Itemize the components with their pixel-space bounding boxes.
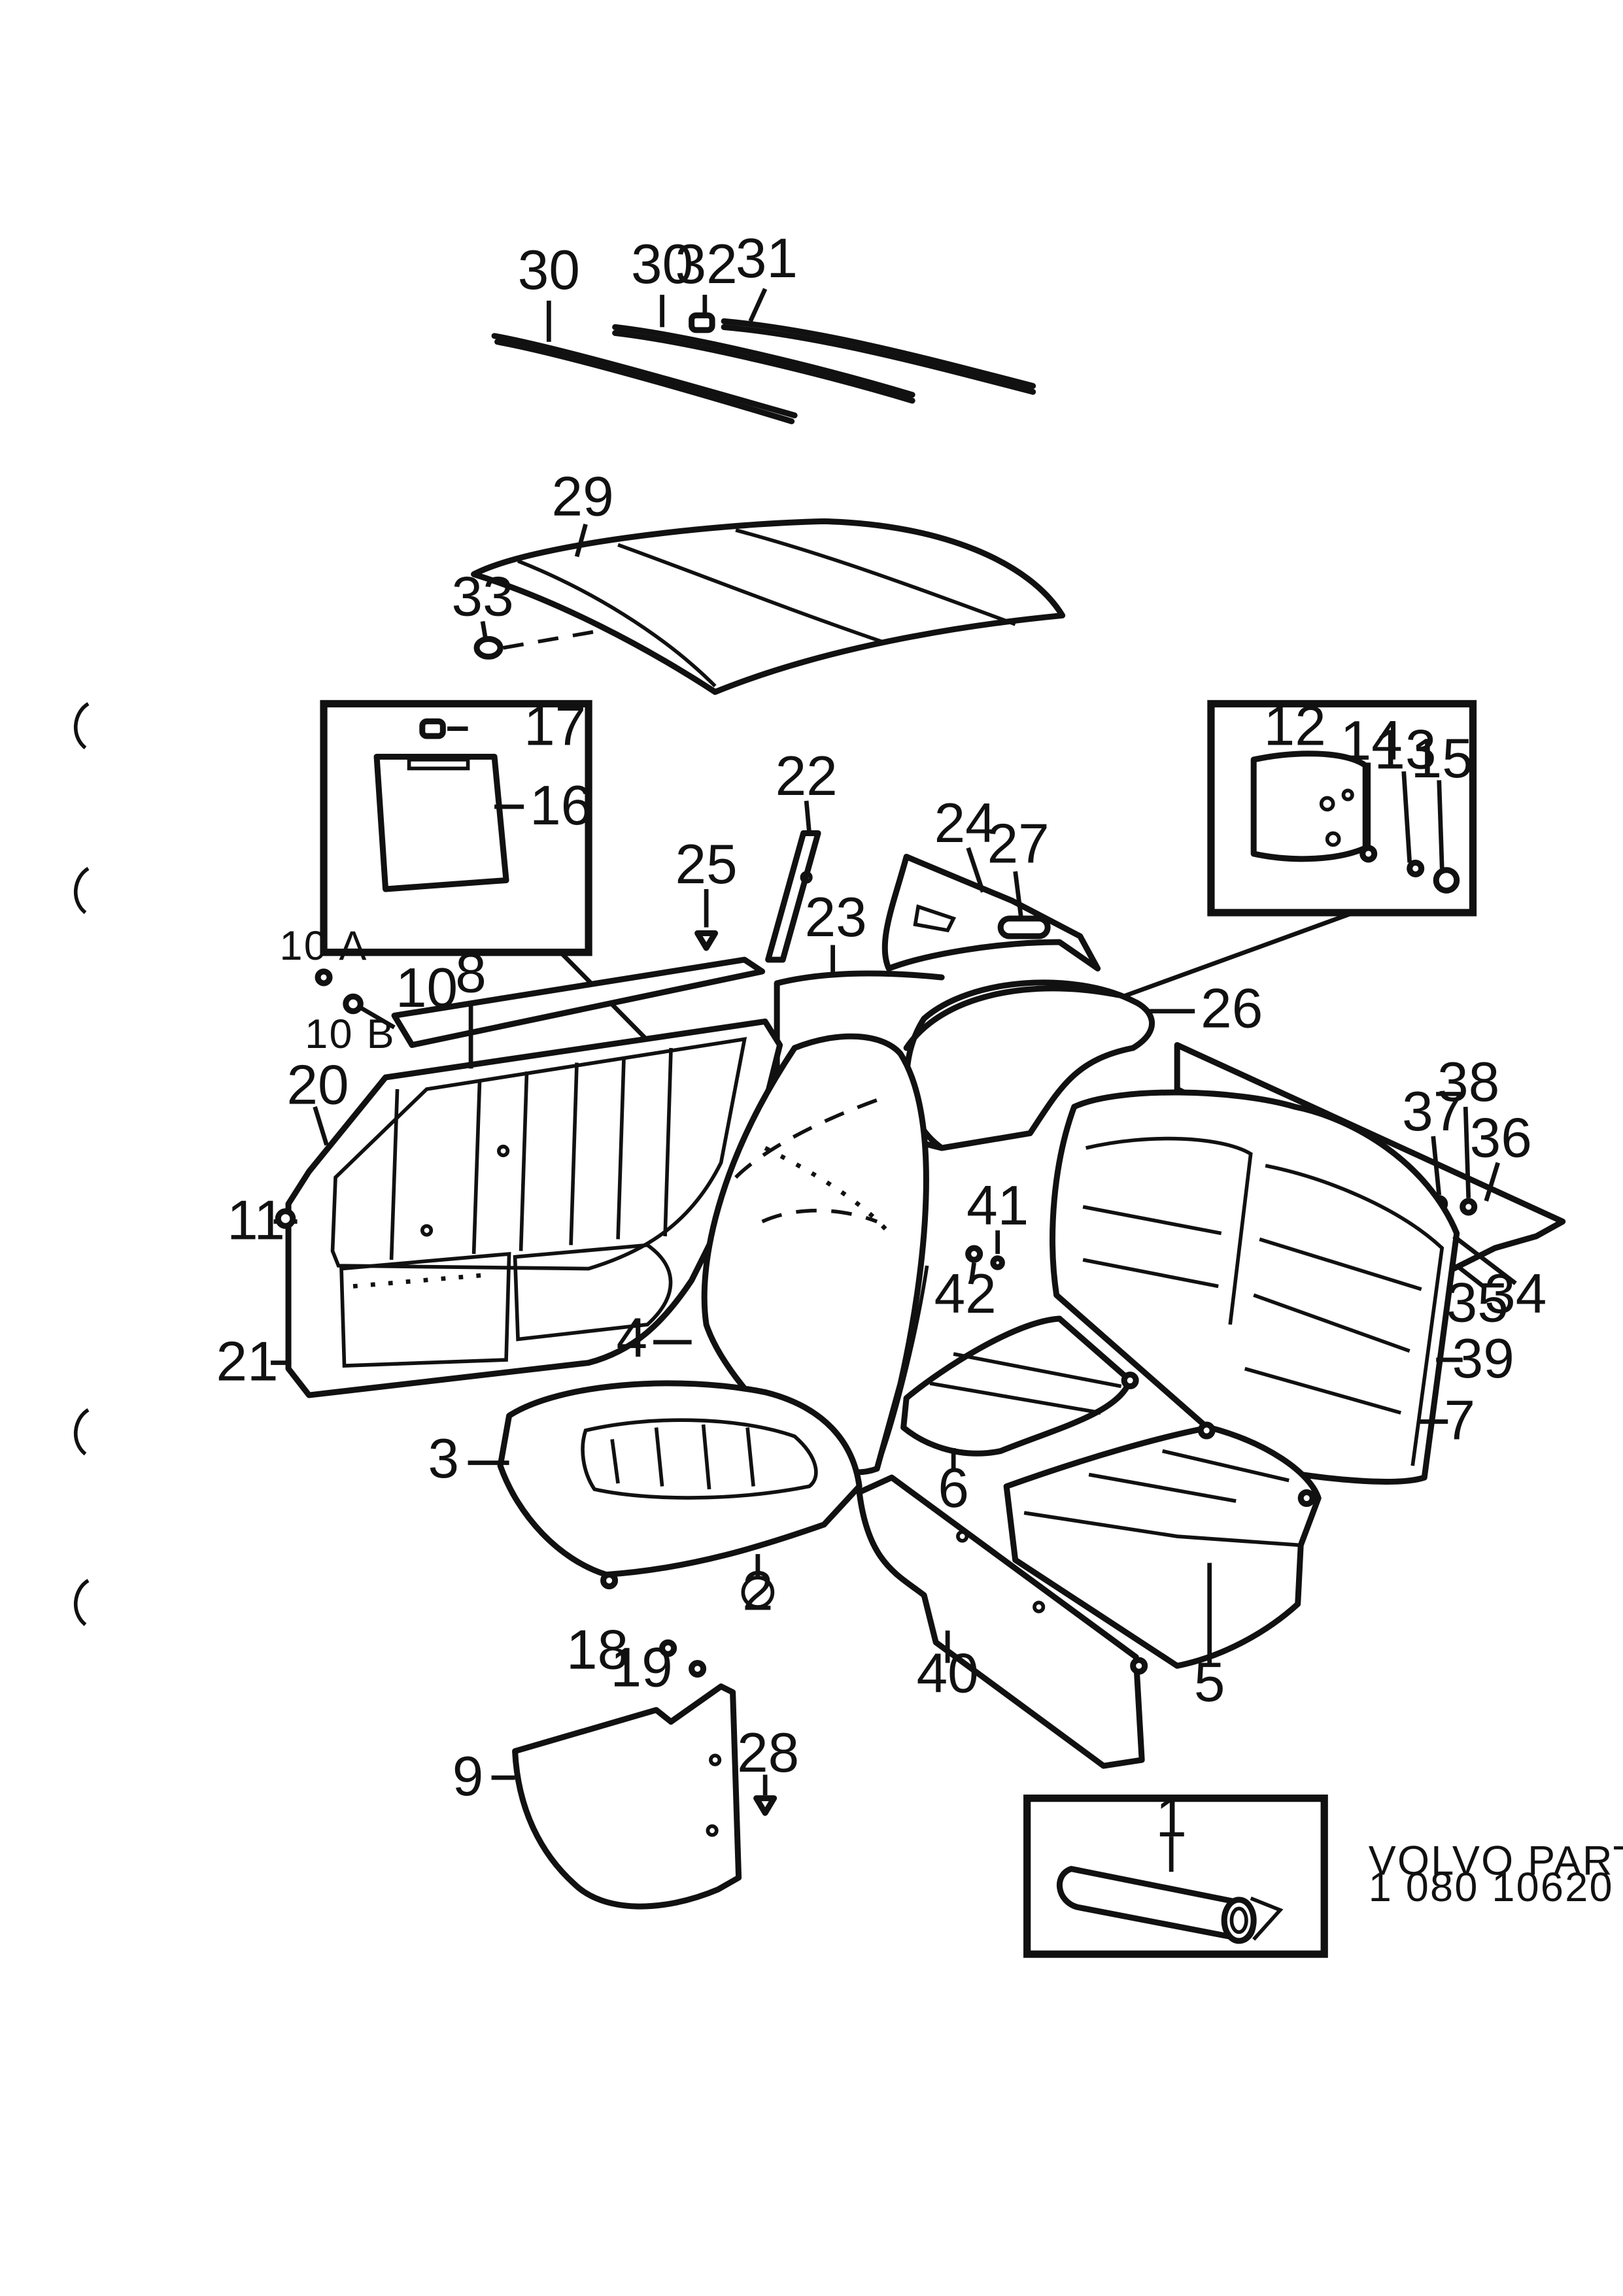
label-13: 13 [1374, 718, 1436, 781]
inset-box-right [867, 700, 1477, 1092]
label-10b: 10 B [305, 1011, 396, 1057]
label-19: 19 [611, 1637, 673, 1699]
label-42: 42 [934, 1263, 997, 1325]
label-9: 9 [453, 1746, 484, 1808]
label-38: 38 [1437, 1051, 1499, 1113]
label-17: 17 [524, 695, 586, 757]
label-1: 1 [1155, 1787, 1187, 1849]
label-39: 39 [1452, 1328, 1514, 1390]
label-36: 36 [1470, 1107, 1532, 1170]
label-30-right: 30 [631, 233, 693, 295]
label-3: 3 [428, 1428, 460, 1490]
headliner [471, 518, 1066, 695]
label-12: 12 [1264, 695, 1326, 757]
label-31: 31 [736, 228, 798, 290]
roof-trim-strips [491, 288, 1036, 424]
pillar-and-quarter-trims [694, 800, 1101, 987]
label-4: 4 [617, 1308, 648, 1370]
label-26: 26 [1201, 977, 1263, 1039]
label-8: 8 [455, 942, 487, 1004]
label-32: 32 [675, 233, 738, 295]
label-7: 7 [1444, 1390, 1475, 1452]
label-40: 40 [917, 1643, 979, 1705]
inset-box-left [320, 700, 796, 1191]
label-10: 10 [396, 957, 458, 1019]
kick-panel [491, 1639, 777, 1910]
binder-marks [74, 702, 90, 1627]
rear-seat-cushion [1003, 1421, 1322, 1669]
rear-seat-side-cushion [900, 1315, 1139, 1472]
inset-box-insulation-roll [1023, 1794, 1328, 1958]
label-20: 20 [286, 1054, 349, 1116]
front-seat-cushion [468, 1380, 863, 1609]
label-22: 22 [776, 745, 838, 807]
label-27: 27 [987, 813, 1050, 875]
label-6: 6 [938, 1457, 969, 1519]
label-21: 21 [216, 1331, 278, 1393]
label-29: 29 [552, 465, 614, 528]
label-15: 15 [1411, 728, 1473, 790]
label-18: 18 [566, 1619, 628, 1681]
label-30-left: 30 [518, 239, 580, 301]
caption-part-number: 1 080 10620 [1369, 1865, 1614, 1910]
caption-volvo-parts: VOLVO PARTS [1369, 1838, 1623, 1884]
label-5: 5 [1194, 1651, 1225, 1714]
label-10a: 10 A [279, 923, 367, 969]
floor-side-panel [856, 1474, 1148, 1769]
label-33: 33 [452, 566, 514, 628]
label-35: 35 [1446, 1272, 1509, 1334]
label-2: 2 [742, 1561, 774, 1623]
rear-seat-backrest [1050, 1089, 1517, 1485]
label-24: 24 [934, 792, 997, 854]
label-37: 37 [1402, 1081, 1464, 1143]
label-14: 14 [1341, 710, 1403, 772]
label-25: 25 [675, 834, 738, 896]
label-28: 28 [737, 1722, 799, 1784]
label-41: 41 [966, 1175, 1029, 1237]
quarter-trim-strip [315, 956, 766, 1048]
label-16: 16 [530, 775, 592, 837]
label-34: 34 [1484, 1263, 1546, 1325]
label-23: 23 [805, 886, 867, 949]
label-11: 11 [227, 1190, 285, 1252]
